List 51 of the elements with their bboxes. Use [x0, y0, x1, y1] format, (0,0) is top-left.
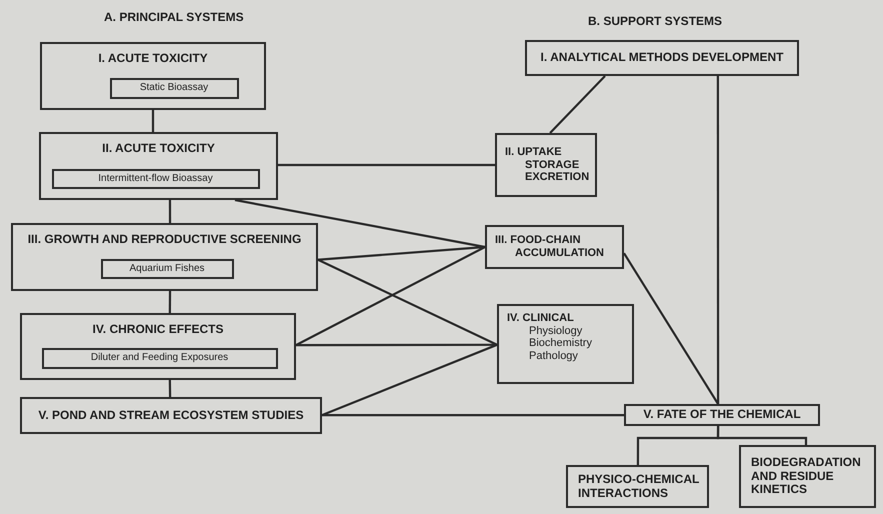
box-title: IV. CHRONIC EFFECTS	[92, 323, 224, 337]
process-box	[566, 465, 709, 508]
process-box	[20, 397, 322, 434]
connector-line	[296, 246, 486, 346]
box-title: I. ACUTE TOXICITY	[98, 52, 208, 66]
box-title: IV. CLINICAL	[507, 312, 575, 325]
section-heading: A. PRINCIPAL SYSTEMS	[104, 10, 244, 24]
connector-line	[623, 252, 720, 405]
box-title: Aquarium Fishes	[129, 262, 205, 274]
connector-line	[234, 198, 486, 248]
connector-line	[168, 380, 172, 398]
box-title: V. POND AND STREAM ECOSYSTEM STUDIES	[38, 408, 304, 422]
sub-box	[42, 348, 278, 368]
connector-line	[296, 344, 497, 346]
process-box	[525, 40, 799, 76]
box-title: V. FATE OF THE CHEMICAL	[643, 408, 801, 422]
box-title: III. FOOD-CHAIN ACCUMULATION	[495, 234, 606, 260]
connector-line	[278, 164, 495, 166]
sub-box	[100, 258, 234, 278]
process-box	[624, 404, 820, 426]
process-box	[39, 132, 278, 200]
box-title: Diluter and Feeding Exposures	[90, 352, 228, 364]
section-heading: B. SUPPORT SYSTEMS	[588, 14, 722, 28]
box-text: Physiology Biochemistry Pathology	[528, 324, 593, 363]
connector-line	[716, 426, 808, 445]
box-title: I. ANALYTICAL METHODS DEVELOPMENT	[540, 51, 784, 65]
box-title: Intermittent-flow Bioassay	[98, 172, 213, 184]
process-box	[495, 133, 597, 197]
connector-line	[549, 75, 606, 134]
box-title: Static Bioassay	[140, 82, 208, 94]
process-box	[497, 304, 634, 384]
connector-line	[318, 246, 486, 261]
box-title: III. GROWTH AND REPRODUCTIVE SCREENING	[28, 233, 302, 247]
process-box	[485, 225, 624, 269]
connector-line	[318, 258, 498, 346]
connector-line	[168, 200, 172, 223]
process-box	[739, 445, 876, 508]
connector-line	[322, 414, 624, 416]
box-title: PHYSICO-CHEMICAL INTERACTIONS	[578, 472, 700, 500]
connector-line	[168, 291, 172, 313]
process-box	[20, 313, 296, 380]
sub-box	[110, 78, 238, 98]
box-title: II. ACUTE TOXICITY	[102, 142, 215, 156]
connector-line	[152, 110, 154, 132]
connector-line	[322, 344, 498, 416]
box-title: II. UPTAKE STORAGE EXCRETION	[505, 146, 590, 184]
process-box	[11, 223, 318, 291]
process-box	[40, 42, 266, 110]
sub-box	[52, 168, 260, 188]
connector-line	[716, 76, 720, 404]
box-title: BIODEGRADATION AND RESIDUE KINETICS	[751, 456, 862, 498]
